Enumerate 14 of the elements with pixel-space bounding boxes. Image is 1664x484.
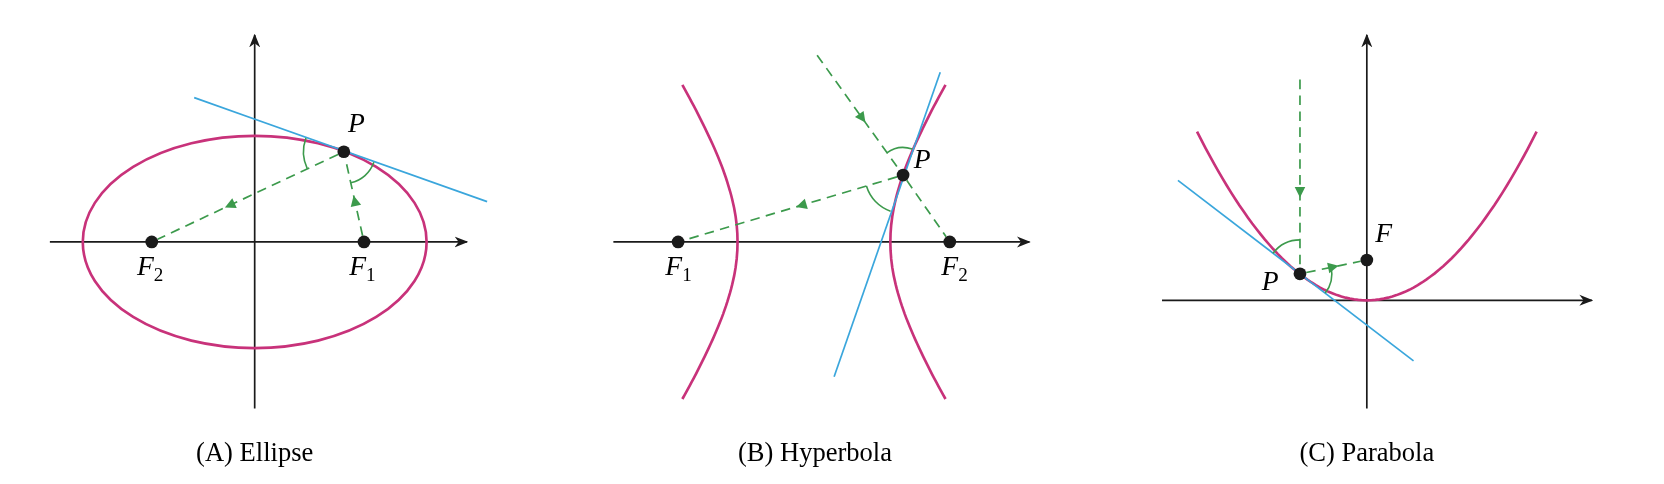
point-label: F$_{2}$ — [136, 252, 164, 285]
reflected-ray — [156, 153, 339, 241]
reflected-ray — [1305, 260, 1362, 274]
point-label: P — [348, 109, 365, 137]
figure-caption: (B) Hyperbola — [738, 437, 892, 467]
point-label: F$_{2}$ — [941, 252, 968, 285]
point-label: P — [913, 145, 931, 173]
point-label: F — [1375, 219, 1393, 248]
figure-caption: (C) Parabola — [1299, 437, 1435, 467]
point-label: F$_{1}$ — [349, 252, 376, 285]
point-label: P — [1261, 267, 1279, 295]
reflected-ray — [905, 179, 947, 238]
point-label: F$_{1}$ — [665, 252, 692, 285]
figure-caption: (A) Ellipse — [196, 437, 314, 467]
